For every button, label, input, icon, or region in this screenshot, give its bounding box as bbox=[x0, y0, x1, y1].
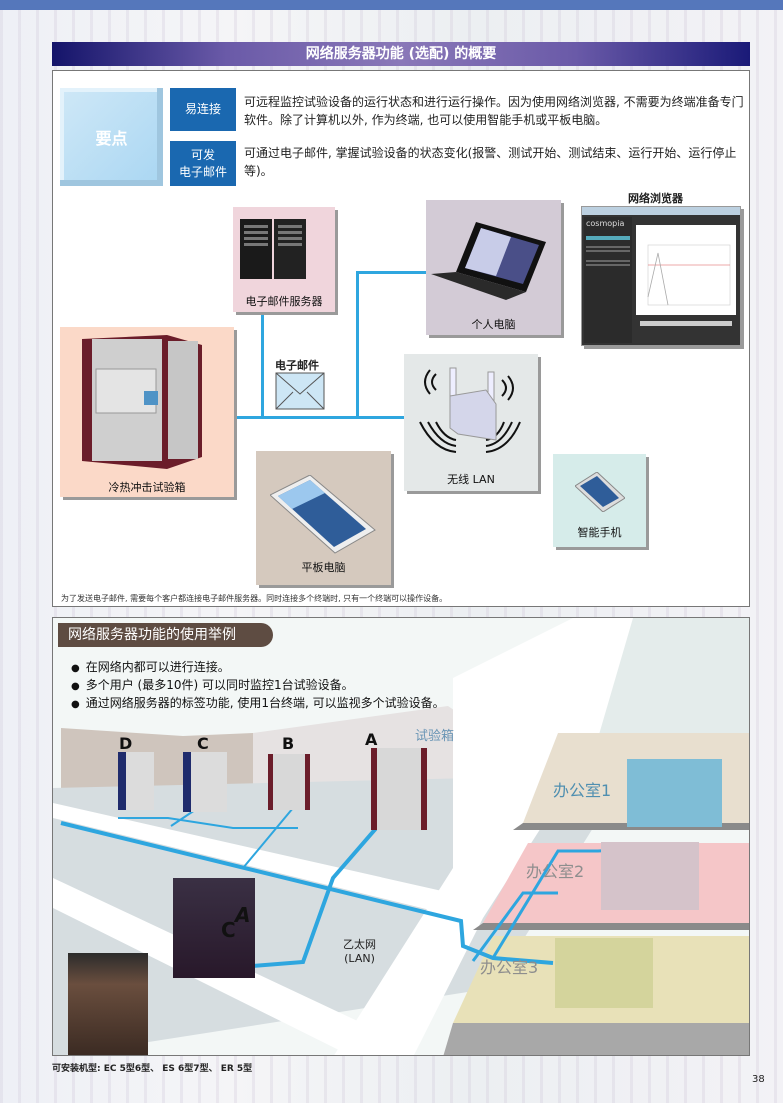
email-label: 电子邮件 bbox=[275, 359, 319, 372]
web-browser-label: 网络浏览器 bbox=[628, 192, 683, 205]
chamber-label-a: A bbox=[365, 730, 378, 749]
feature-desc-easy-connect: 可远程监控试验设备的运行状态和进行运行操作。因为使用网络浏览器, 不需要为终端准… bbox=[244, 95, 744, 127]
pc-box: 个人电脑 bbox=[426, 200, 561, 335]
lan-label: 乙太网 (LAN) bbox=[343, 936, 376, 965]
smartphone-label: 智能手机 bbox=[577, 526, 622, 539]
terminal-letter-c: C bbox=[221, 918, 236, 942]
overview-panel: 要点 易连接 可远程监控试验设备的运行状态和进行运行操作。因为使用网络浏览器, … bbox=[52, 70, 750, 607]
page-number: 38 bbox=[752, 1074, 765, 1085]
chamber-d bbox=[118, 752, 154, 810]
browser-brand: cosmopia bbox=[586, 219, 625, 228]
tablet-label: 平板电脑 bbox=[301, 561, 346, 574]
office-2-label: 办公室2 bbox=[526, 862, 585, 881]
envelope-icon bbox=[275, 372, 325, 410]
pc-label: 个人电脑 bbox=[471, 318, 516, 331]
tablet-icon bbox=[270, 475, 376, 554]
office-1-label: 办公室1 bbox=[553, 781, 612, 800]
wireless-router-icon bbox=[419, 367, 521, 453]
wlan-box: 无线 LAN bbox=[404, 354, 538, 491]
smartphone-icon bbox=[575, 472, 625, 512]
office-3-label: 办公室3 bbox=[480, 958, 539, 977]
feature-tag-email-line1: 可发 bbox=[190, 147, 215, 162]
chamber-group-label: 试验箱 bbox=[415, 729, 455, 744]
feature-tag-email: 可发 电子邮件 bbox=[170, 141, 236, 186]
usage-panel: D C B A 试验箱 办公室1 办公室2 办公室3 C A 乙太网 (LAN)… bbox=[52, 617, 750, 1056]
feature-desc-email: 可通过电子邮件, 掌握试验设备的状态变化(报警、测试开始、测试结束、运行开始、运… bbox=[244, 146, 737, 178]
models-note: 可安装机型: EC 5型6型、 ES 6型7型、 ER 5型 bbox=[52, 1064, 253, 1074]
top-color-bar bbox=[0, 0, 783, 10]
tablet-box: 平板电脑 bbox=[256, 451, 391, 585]
wlan-label: 无线 LAN bbox=[447, 473, 495, 486]
chamber-c bbox=[183, 752, 227, 812]
mail-server-box: 电子邮件服务器 bbox=[233, 207, 335, 312]
terminal-letter-a: A bbox=[235, 903, 251, 927]
chamber-b bbox=[268, 754, 310, 810]
keypoint-badge: 要点 bbox=[60, 88, 163, 186]
office-3-scene bbox=[555, 938, 653, 1008]
laptop-icon bbox=[431, 222, 546, 300]
usage-bullet: 在网络内都可以进行连接。 bbox=[71, 659, 445, 677]
browser-tab-bar bbox=[582, 207, 740, 215]
overview-footnote: 为了发送电子邮件, 需要每个客户都连接电子邮件服务器。同时连接多个终端时, 只有… bbox=[61, 594, 448, 603]
chamber-label-d: D bbox=[119, 734, 133, 753]
lan-label-line1: 乙太网 bbox=[343, 938, 376, 951]
usage-bullet: 通过网络服务器的标签功能, 使用1台终端, 可以监视多个试验设备。 bbox=[71, 695, 445, 713]
network-line-pc-horizontal bbox=[356, 271, 451, 274]
mail-server-label: 电子邮件服务器 bbox=[245, 295, 323, 308]
network-line-server-down bbox=[261, 291, 264, 419]
lan-label-line2: (LAN) bbox=[344, 952, 375, 965]
feature-tag-easy-connect: 易连接 bbox=[170, 88, 236, 131]
office-1-scene bbox=[627, 759, 722, 827]
usage-heading: 网络服务器功能的使用举例 bbox=[58, 623, 273, 647]
thermal-shock-chamber-icon bbox=[82, 335, 202, 469]
server-icon bbox=[240, 219, 306, 279]
chamber-box: 冷热冲击试验箱 bbox=[60, 327, 234, 497]
person-terminal bbox=[173, 878, 255, 978]
usage-bullet-list: 在网络内都可以进行连接。 多个用户 (最多10件) 可以同时监控1台试验设备。 … bbox=[71, 659, 445, 713]
usage-bullet: 多个用户 (最多10件) 可以同时监控1台试验设备。 bbox=[71, 677, 445, 695]
chamber-label-b: B bbox=[282, 734, 295, 753]
smartphone-box: 智能手机 bbox=[553, 454, 646, 547]
chamber-label-c: C bbox=[197, 734, 209, 753]
office-2-scene bbox=[601, 842, 699, 910]
browser-screenshot: cosmopia bbox=[581, 206, 741, 346]
network-line-pc-vertical bbox=[356, 271, 359, 419]
browser-trend-graph bbox=[647, 244, 731, 306]
page-title: 网络服务器功能 (选配) 的概要 bbox=[52, 42, 750, 66]
network-line-main bbox=[193, 416, 453, 419]
feature-tag-email-line2: 电子邮件 bbox=[178, 164, 227, 179]
chamber-a bbox=[371, 748, 427, 830]
chamber-label: 冷热冲击试验箱 bbox=[108, 481, 186, 494]
person-with-tablet bbox=[68, 953, 148, 1055]
